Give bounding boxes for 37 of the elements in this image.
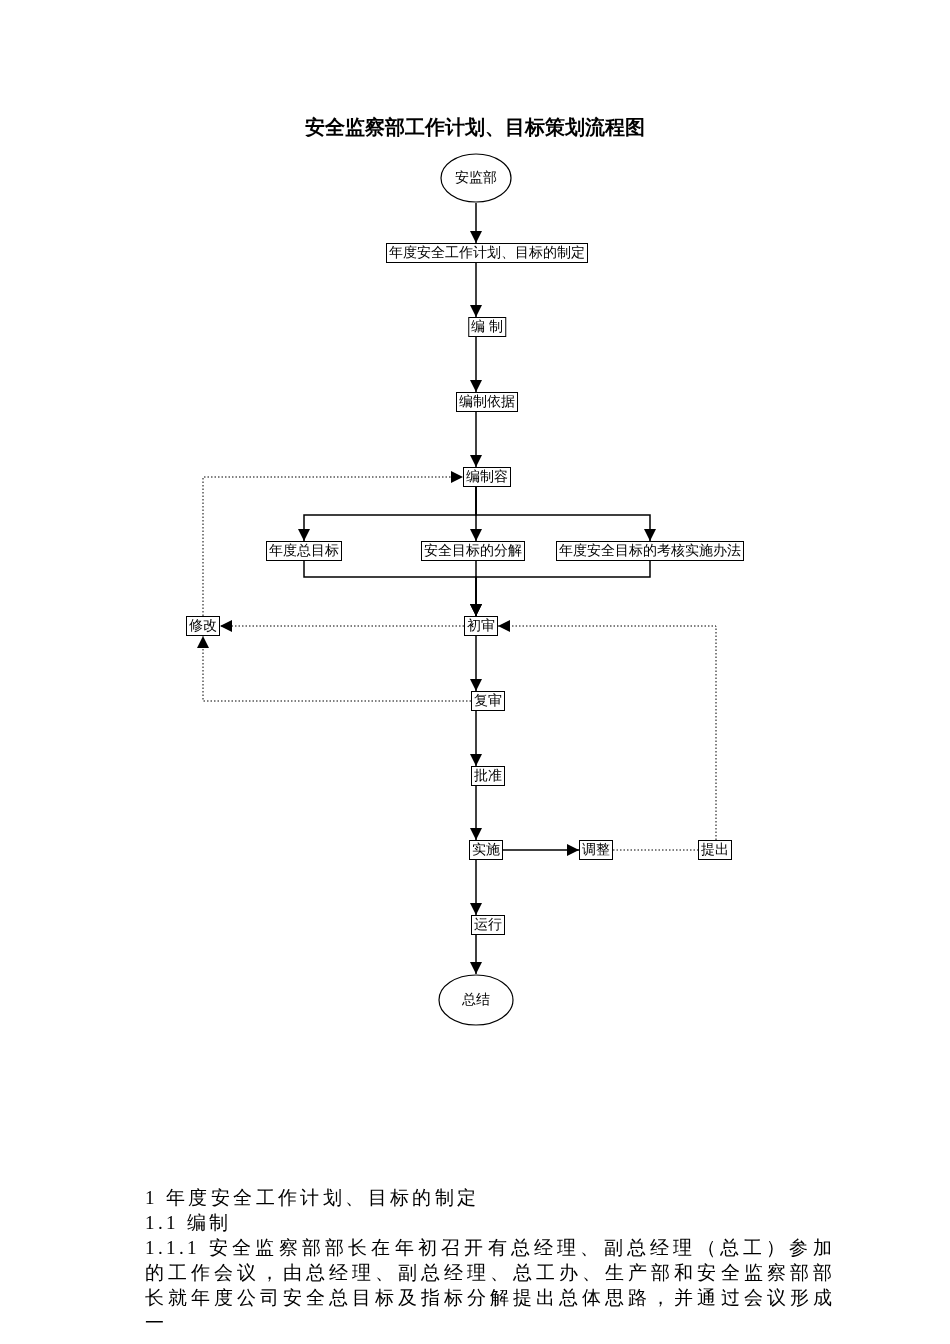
process-step: 编 制 — [468, 317, 506, 337]
process-step: 提出 — [698, 840, 732, 860]
process-step: 复审 — [471, 691, 505, 711]
node-label: 安监部 — [454, 169, 498, 187]
process-step: 运行 — [471, 915, 505, 935]
arrow — [497, 620, 717, 841]
arrow — [470, 336, 482, 393]
arrow — [470, 202, 482, 244]
process-step: 年度安全工作计划、目标的制定 — [386, 243, 588, 263]
process-step: 实施 — [469, 840, 503, 860]
process-step: 修改 — [186, 616, 220, 636]
arrow — [197, 635, 472, 702]
process-step: 年度总目标 — [266, 541, 342, 561]
diagram-title: 安全监察部工作计划、目标策划流程图 — [304, 115, 646, 140]
arrow — [470, 262, 482, 318]
arrow — [470, 934, 482, 975]
process-step: 年度安全目标的考核实施办法 — [556, 541, 744, 561]
arrow — [470, 785, 482, 841]
arrow — [219, 620, 465, 632]
node-label: 总结 — [461, 991, 491, 1009]
section-heading: 1 年度安全工作计划、目标的制定 — [145, 1186, 481, 1210]
arrow — [470, 859, 482, 916]
arrow — [470, 710, 482, 767]
process-step: 编制容 — [463, 467, 511, 487]
process-step: 调整 — [579, 840, 613, 860]
arrow — [470, 411, 482, 468]
arrow — [470, 635, 482, 692]
process-step: 初审 — [464, 616, 498, 636]
arrow — [502, 844, 580, 856]
process-step: 批准 — [471, 766, 505, 786]
process-step: 安全目标的分解 — [421, 541, 525, 561]
process-step: 编制依据 — [456, 392, 518, 412]
arrow — [475, 486, 656, 542]
arrow — [470, 560, 651, 617]
section-heading: 1.1 编制 — [145, 1211, 233, 1235]
body-paragraph: 1.1.1 安全监察部部长在年初召开有总经理、副总经理（总工）参加的工作会议，由总经理、副总经理、总工办、生产部和安全监察部部长就年度公司安全总目标及指标分解提出总体思路，并通过会议形成一 — [145, 1236, 835, 1335]
arrow — [202, 471, 464, 617]
